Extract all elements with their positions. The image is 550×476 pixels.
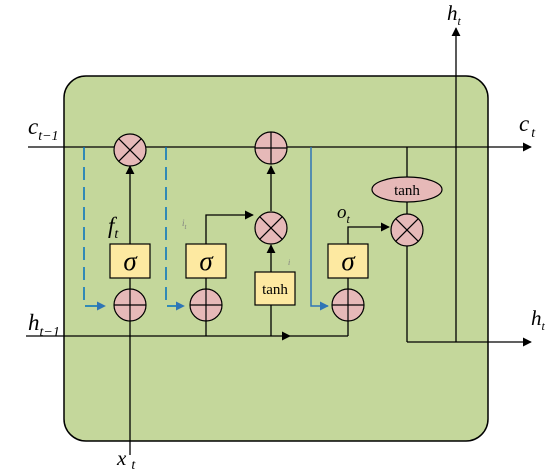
label-input: it — [182, 218, 188, 231]
forget-sigma-gate: σ — [109, 243, 151, 279]
add-icon — [254, 131, 288, 165]
svg-text:σ: σ — [123, 246, 138, 276]
svg-text:tanh: tanh — [394, 183, 420, 199]
output-sigma-gate: σ — [327, 243, 369, 279]
add-icon — [113, 288, 147, 322]
label-output: ot — [337, 202, 351, 226]
input-sigma-gate: σ — [185, 243, 227, 279]
label-h-out-top: ht — [447, 1, 462, 28]
output-tanh-ellipse: tanh — [371, 176, 443, 203]
peephole-forget — [83, 147, 106, 311]
label-h-out-right: ht — [531, 306, 546, 333]
peephole-output — [310, 147, 329, 311]
label-c-prev: ct−1 — [28, 114, 59, 144]
lstm-cell-body — [63, 75, 489, 442]
svg-text:σ: σ — [341, 246, 356, 276]
label-h-prev: ht−1 — [28, 310, 60, 340]
label-forget: ft — [108, 213, 119, 242]
add-icon — [331, 288, 365, 322]
peephole-input — [165, 147, 185, 311]
svg-text:σ: σ — [199, 246, 214, 276]
output-sigma-to-mult — [347, 222, 390, 244]
input-sigma-to-mult — [205, 210, 254, 244]
multiply-icon — [113, 133, 147, 167]
svg-text:tanh: tanh — [262, 282, 288, 298]
candidate-tanh-box: tanh — [254, 271, 296, 306]
label-candidate: i — [288, 258, 290, 267]
add-icon — [189, 288, 223, 322]
multiply-icon — [390, 213, 424, 247]
multiply-icon — [254, 211, 288, 245]
